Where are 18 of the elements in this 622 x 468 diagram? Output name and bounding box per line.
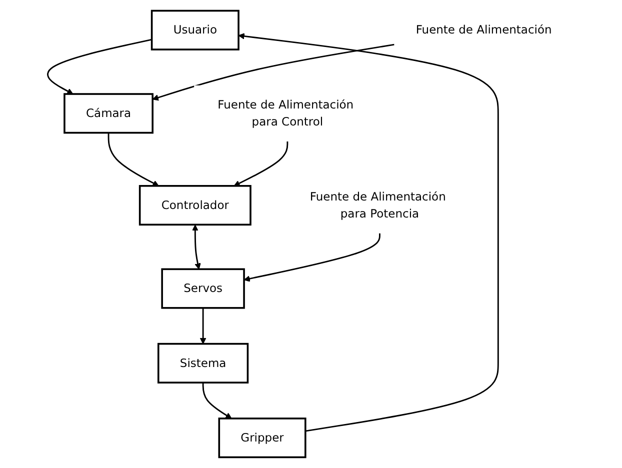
arrow bbox=[192, 224, 202, 270]
node-box: Gripper bbox=[218, 418, 307, 458]
node-box: Servos bbox=[162, 268, 246, 309]
node-box: Usuario bbox=[151, 10, 240, 50]
arrow bbox=[108, 132, 160, 186]
node-box: Sistema bbox=[158, 342, 250, 384]
arrow bbox=[238, 33, 500, 432]
arrow bbox=[234, 141, 289, 186]
arrow bbox=[202, 382, 232, 419]
arrow bbox=[48, 38, 152, 94]
node-text: Fuente de Alimentación para Potencia bbox=[310, 189, 446, 220]
arrow bbox=[152, 44, 395, 101]
node-text: Fuente de Alimentación para Control bbox=[218, 98, 354, 128]
arrow bbox=[200, 308, 207, 344]
node-box: Controlador bbox=[139, 185, 252, 226]
node-text: Fuente de Alimentación bbox=[416, 22, 552, 37]
arrow bbox=[244, 233, 381, 282]
node-box: Cámara bbox=[64, 93, 154, 134]
